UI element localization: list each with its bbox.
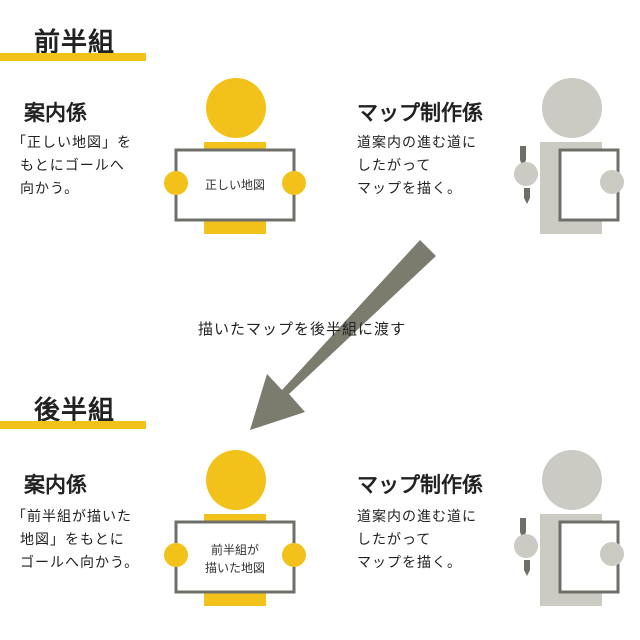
mapper-figure [514, 78, 624, 234]
sign-label: 正しい地図 [204, 178, 265, 192]
guide-figure [164, 450, 306, 606]
desc-line: マップを描く。 [357, 555, 462, 571]
section-underline [0, 53, 146, 61]
desc-line: したがって [357, 532, 432, 548]
sign-label: 前半組が 描いた地図 [178, 541, 292, 577]
guide-figure [164, 78, 306, 234]
mapper-hand-right [600, 542, 624, 566]
role-desc-mapper: 道案内の進む道に したがって マップを描く。 [357, 506, 477, 575]
guide-hand-right [282, 543, 306, 567]
guide-hand-right [282, 171, 306, 195]
mapper-head [542, 450, 602, 510]
mapper-hand-left [514, 534, 538, 558]
role-title-mapper: マップ制作係 [357, 473, 483, 497]
desc-line: マップを描く。 [357, 181, 462, 197]
desc-line: 道案内の進む道に [357, 135, 477, 151]
guide-hand-left [164, 171, 188, 195]
desc-line: 地図」をもとに [20, 532, 125, 548]
role-title-guide: 案内係 [24, 101, 87, 125]
mapper-hand-left [514, 162, 538, 186]
mapper-hand-right [600, 170, 624, 194]
desc-line: もとにゴールへ [20, 158, 125, 174]
arrow-shape [250, 240, 436, 430]
guide-head [206, 78, 266, 138]
desc-line: 「前半組が描いた [12, 509, 132, 525]
desc-line: 道案内の進む道に [357, 509, 477, 525]
section-title-second-half: 後半組 [34, 396, 116, 426]
role-desc-mapper: 道案内の進む道に したがって マップを描く。 [357, 132, 477, 201]
section-underline [0, 421, 146, 429]
mapper-head [542, 78, 602, 138]
role-title-mapper: マップ制作係 [357, 101, 483, 125]
desc-line: 「正しい地図」を [12, 135, 132, 151]
guide-hand-left [164, 543, 188, 567]
role-desc-guide: 「正しい地図」を もとにゴールへ 向かう。 [12, 132, 132, 201]
guide-head [206, 450, 266, 510]
role-title-guide: 案内係 [24, 473, 87, 497]
sign-line: 前半組が [210, 543, 259, 557]
desc-line: したがって [357, 158, 432, 174]
role-desc-guide: 「前半組が描いた 地図」をもとに ゴールへ向かう。 [12, 506, 139, 575]
transfer-label: 描いたマップを後半組に渡す [198, 320, 407, 338]
sign-line: 描いた地図 [204, 561, 265, 575]
section-title-first-half: 前半組 [34, 28, 116, 58]
desc-line: 向かう。 [20, 181, 80, 197]
desc-line: ゴールへ向かう。 [20, 555, 140, 571]
mapper-figure [514, 450, 624, 606]
